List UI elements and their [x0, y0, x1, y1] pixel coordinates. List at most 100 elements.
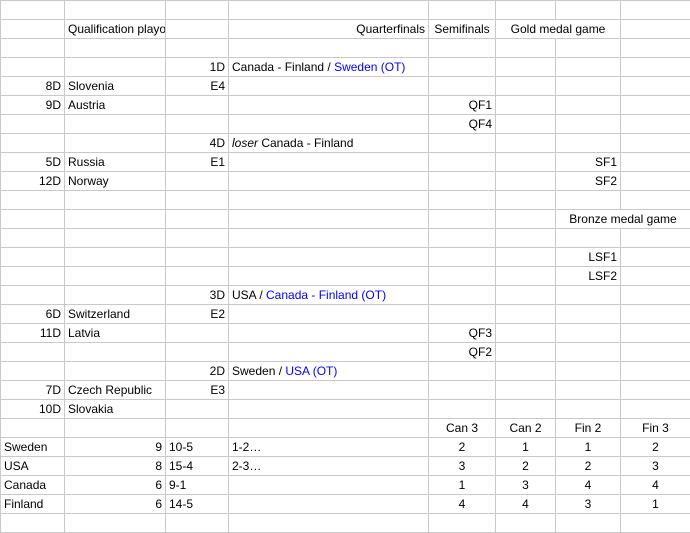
cell-e11	[429, 191, 496, 210]
qual-seed-11d: 11D	[1, 324, 65, 343]
cell-g20	[556, 362, 621, 381]
cell-a8	[1, 134, 65, 153]
qual-team-latvia: Latvia	[65, 324, 166, 343]
cell-f8	[496, 134, 556, 153]
cell-h15	[621, 267, 690, 286]
cell-c1	[166, 1, 229, 20]
standings-team-sweden: Sweden	[1, 438, 65, 457]
cell-g4	[556, 58, 621, 77]
row-spacer-bottom	[1, 514, 690, 533]
standings-pts-usa: 8	[65, 457, 166, 476]
standings-fin3-sweden: 2	[621, 438, 690, 457]
cell-h5	[621, 77, 690, 96]
cell-e12	[429, 210, 496, 229]
cell-f16	[496, 286, 556, 305]
row-qf2: QF2	[1, 343, 690, 362]
cell-g6	[556, 96, 621, 115]
cell-f15	[496, 267, 556, 286]
cell-b23	[65, 419, 166, 438]
cell-b7	[65, 115, 166, 134]
cell-h1	[621, 1, 690, 20]
cell-f20	[496, 362, 556, 381]
cell-f18	[496, 324, 556, 343]
standings-fin2-sweden: 1	[556, 438, 621, 457]
row-qual-slovakia: 10D Slovakia	[1, 400, 690, 419]
sf-code-lsf2: LSF2	[556, 267, 621, 286]
qf-matchup-2d-blue: USA (OT)	[285, 364, 337, 378]
row-qual-slovenia: 8D Slovenia E4	[1, 77, 690, 96]
standings-team-finland: Finland	[1, 495, 65, 514]
row-stage-headers: Qualification playoffs Quarterfinals Sem…	[1, 20, 690, 39]
cell-g11	[556, 191, 621, 210]
cell-g7	[556, 115, 621, 134]
standings-can3-sweden: 2	[429, 438, 496, 457]
cell-a11	[1, 191, 65, 210]
cell-h9	[621, 153, 690, 172]
cell-g16	[556, 286, 621, 305]
cell-g17	[556, 305, 621, 324]
standings-gd-sweden: 10-5	[166, 438, 229, 457]
cell-h18	[621, 324, 690, 343]
row-bronze-header: Bronze medal game	[1, 210, 690, 229]
cell-g21	[556, 381, 621, 400]
cell-b15	[65, 267, 166, 286]
cell-h6	[621, 96, 690, 115]
standings-can3-finland: 4	[429, 495, 496, 514]
cell-b8	[65, 134, 166, 153]
qual-code-e4: E4	[166, 77, 229, 96]
cell-f7	[496, 115, 556, 134]
qual-code-e3: E3	[166, 381, 229, 400]
cell-h7	[621, 115, 690, 134]
row-qual-austria: 9D Austria QF1	[1, 96, 690, 115]
cell-c18	[166, 324, 229, 343]
cell-g13	[556, 229, 621, 248]
row-blank-13	[1, 229, 690, 248]
qf-seed-1d: 1D	[166, 58, 229, 77]
cell-e9	[429, 153, 496, 172]
cell-d12	[229, 210, 429, 229]
standings-fin3-usa: 3	[621, 457, 690, 476]
cell-e4	[429, 58, 496, 77]
standings-fin2-usa: 2	[556, 457, 621, 476]
cell-h10	[621, 172, 690, 191]
cell-b1	[65, 1, 166, 20]
header-quarterfinals: Quarterfinals	[229, 20, 429, 39]
standings-col-fin3: Fin 3	[621, 419, 690, 438]
cell-c12	[166, 210, 229, 229]
qf-matchup-2d: Sweden / USA (OT)	[229, 362, 429, 381]
standings-pts-finland: 6	[65, 495, 166, 514]
cell-a2	[1, 20, 65, 39]
row-standings-header: Can 3 Can 2 Fin 2 Fin 3	[1, 419, 690, 438]
cell-e13	[429, 229, 496, 248]
row-qual-switzerland: 6D Switzerland E2	[1, 305, 690, 324]
cell-f12	[496, 210, 556, 229]
cell-e21	[429, 381, 496, 400]
cell-d7	[229, 115, 429, 134]
cell-b13	[65, 229, 166, 248]
cell-h22	[621, 400, 690, 419]
cell-g5	[556, 77, 621, 96]
standings-can2-sweden: 1	[496, 438, 556, 457]
cell-f17	[496, 305, 556, 324]
row-qf3-matchup: 3D USA / Canada - Finland (OT)	[1, 286, 690, 305]
standings-can3-canada: 1	[429, 476, 496, 495]
cell-d28	[229, 514, 429, 533]
standings-gd-usa: 15-4	[166, 457, 229, 476]
cell-d10	[229, 172, 429, 191]
cell-f4	[496, 58, 556, 77]
qual-seed-9d: 9D	[1, 96, 65, 115]
cell-e8	[429, 134, 496, 153]
cell-e1	[429, 1, 496, 20]
cell-g22	[556, 400, 621, 419]
qual-team-norway: Norway	[65, 172, 166, 191]
row-qf1-matchup: 1D Canada - Finland / Sweden (OT)	[1, 58, 690, 77]
cell-g19	[556, 343, 621, 362]
header-qualification-playoffs: Qualification playoffs	[65, 20, 166, 39]
cell-f13	[496, 229, 556, 248]
qual-team-slovenia: Slovenia	[65, 77, 166, 96]
row-qf4-matchup: 4D loser Canada - Finland	[1, 134, 690, 153]
qf-code-qf3: QF3	[429, 324, 496, 343]
cell-a23	[1, 419, 65, 438]
cell-e17	[429, 305, 496, 324]
standings-can2-canada: 3	[496, 476, 556, 495]
